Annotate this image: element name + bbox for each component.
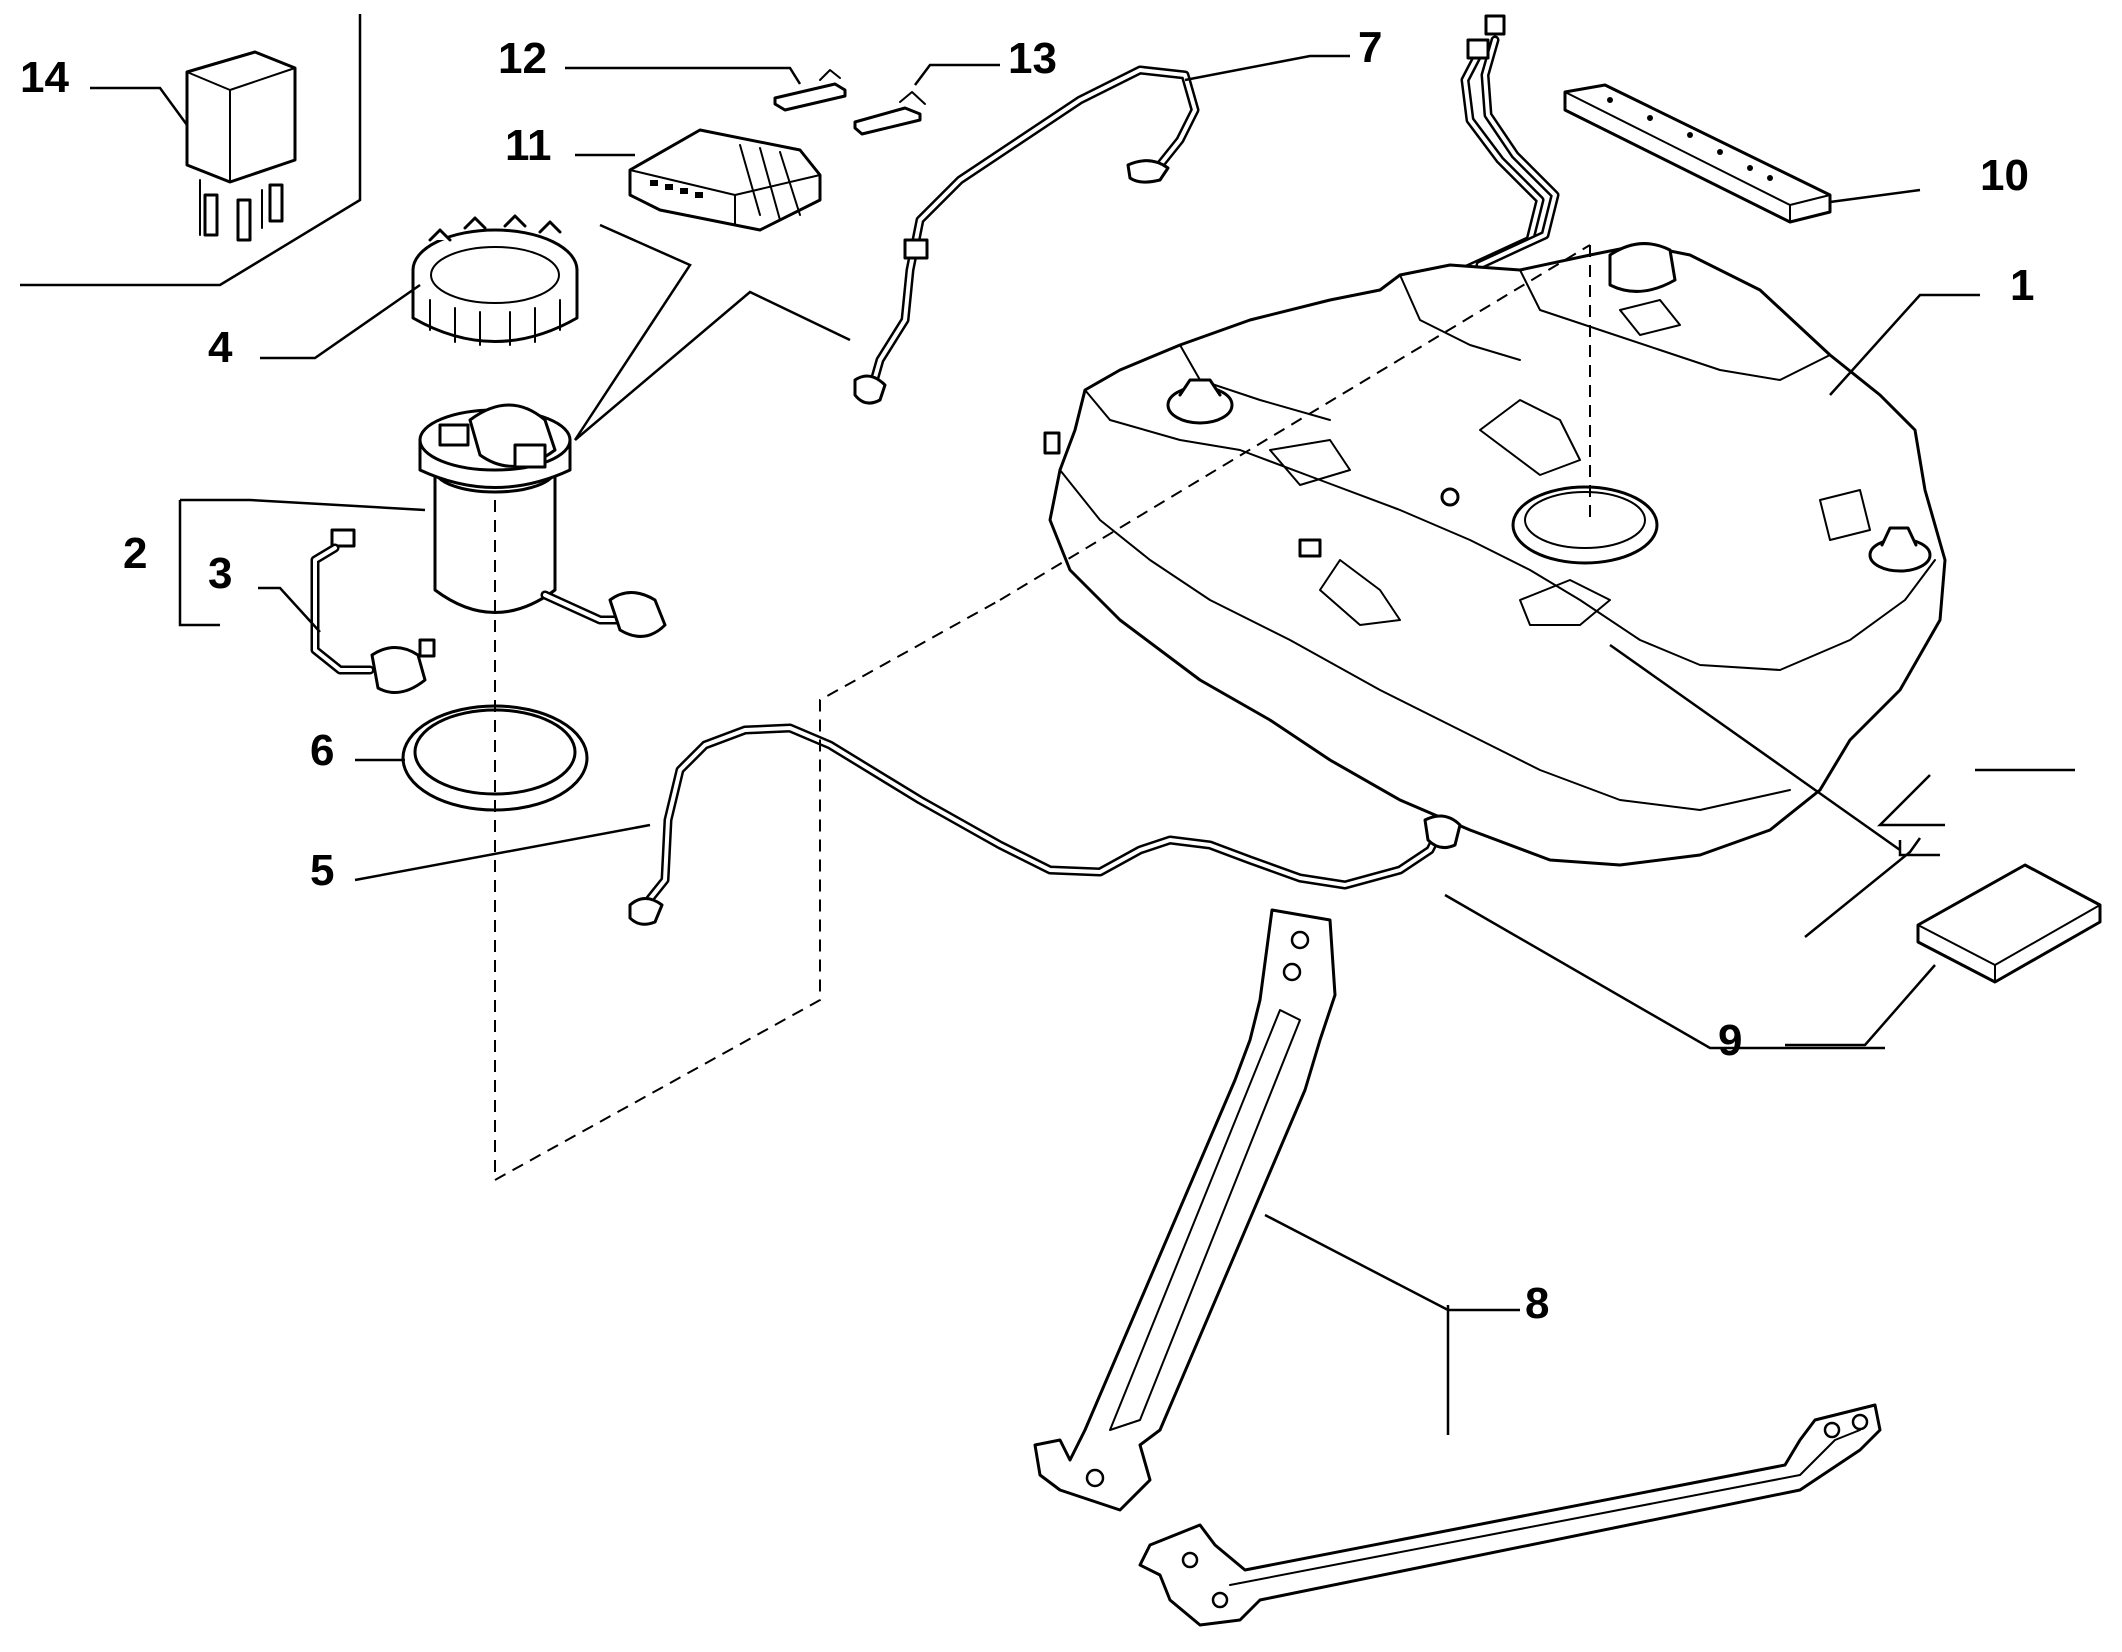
callout-12: 12: [498, 34, 547, 83]
fuel-tank-part[interactable]: [1043, 242, 1947, 867]
callout-4: 4: [208, 323, 233, 372]
callout-2: 2: [123, 529, 147, 578]
callout-10: 10: [1980, 151, 2029, 200]
alignment-lines: [494, 244, 1591, 1182]
callout-8: 8: [1525, 1279, 1549, 1328]
relay-part[interactable]: [185, 50, 297, 242]
callout-14: 14: [20, 53, 69, 102]
pad-10-part[interactable]: [1563, 83, 1832, 224]
callout-13: 13: [1008, 34, 1057, 83]
fuel-pipe-7-part[interactable]: [853, 65, 1200, 405]
terminal-12-part[interactable]: [773, 69, 847, 112]
connector-housing-part[interactable]: [628, 128, 822, 232]
leader-lines: [90, 54, 2075, 1435]
lock-ring-part[interactable]: [411, 214, 579, 346]
fuel-pipe-5-part[interactable]: [628, 723, 1462, 926]
callout-labels: 1 2 3 4 5 6 7 8 9 10 11 12 13 14: [20, 23, 2034, 1328]
vent-pipe-part[interactable]: [1460, 14, 1560, 275]
relay-box-frame: [20, 14, 362, 287]
callout-5: 5: [310, 846, 334, 895]
pad-9-part[interactable]: [1916, 863, 2102, 984]
callout-7: 7: [1358, 23, 1382, 72]
callout-11: 11: [505, 121, 552, 170]
level-sensor-part[interactable]: [310, 528, 436, 694]
callout-1: 1: [2010, 261, 2034, 310]
fuel-pump-module-part[interactable]: [418, 403, 667, 638]
callout-6: 6: [310, 726, 334, 775]
terminal-13-part[interactable]: [853, 91, 926, 136]
callout-3: 3: [208, 549, 232, 598]
callout-9: 9: [1718, 1016, 1742, 1065]
tank-strap-part[interactable]: [1033, 908, 1882, 1627]
